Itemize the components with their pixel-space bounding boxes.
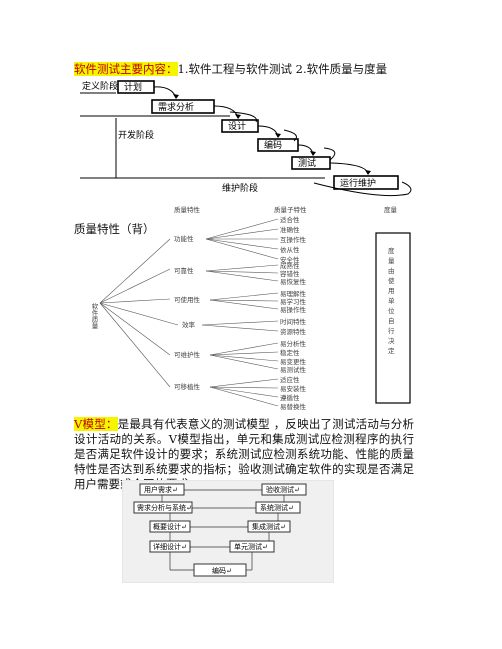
heading-label: 软件测试主要内容： [74, 62, 178, 76]
characteristic-portability: 可移植性 [174, 382, 201, 391]
sub-operability: 易操作性 [280, 305, 307, 314]
stage-coding-label: 编码 [264, 139, 282, 151]
metric-text: 度量由使用单位自行决定 [388, 247, 395, 355]
vbox-detailed-design-label: 详细设计↵ [153, 542, 187, 551]
vbox-user-requirements-label: 用户需求↵ [144, 485, 178, 494]
vbox-system-testing-label: 系统测试↵ [260, 503, 294, 512]
vbox-requirements-analysis [133, 501, 193, 514]
sub-recoverability: 易恢复性 [280, 277, 307, 286]
vmodel-diagram: 用户需求↵ 需求分析与系统↵ 概要设计↵ 详细设计↵ 验收测试↵ 系统测试↵ 集… [122, 480, 334, 583]
maintenance-phase-label: 维护阶段 [222, 182, 258, 194]
characteristic-reliability: 可靠性 [174, 266, 194, 275]
develop-phase-label: 开发阶段 [118, 129, 154, 141]
root-label: 软件质量 [90, 302, 98, 330]
sub-testability: 易测试性 [280, 365, 307, 374]
col-header-subcharacteristic: 质量子特性 [274, 205, 307, 214]
sub-changeability: 易变更性 [280, 357, 307, 366]
svg-text:软件质量: 软件质量 [90, 302, 98, 330]
sub-interoperability: 互操作性 [280, 235, 307, 244]
col-header-characteristic: 质量特性 [174, 205, 201, 214]
define-phase-label: 定义阶段 [82, 80, 118, 92]
sub-stability: 稳定性 [280, 348, 300, 357]
characteristic-efficiency: 效率 [182, 320, 196, 329]
stage-testing-label: 测试 [298, 157, 316, 169]
quality-tree-diagram: 质量特性 质量子特性 度量 软件质量 功能性 可靠性 可使用性 效率 可维护性 … [90, 205, 411, 411]
sub-understandability: 易理解性 [280, 289, 307, 298]
vbox-integration-testing-label: 集成测试↵ [252, 522, 286, 531]
sub-fault-tolerance: 容错性 [280, 269, 300, 278]
sub-learnability: 易学习性 [280, 297, 307, 306]
stage-plan-label: 计划 [124, 81, 142, 93]
vbox-coding-label: 编码↵ [212, 566, 232, 575]
stage-maintenance [333, 175, 399, 190]
sub-suitability: 适合性 [280, 215, 300, 224]
vbox-requirements-analysis-label: 需求分析与系统↵ [137, 503, 192, 512]
metric-box [375, 232, 411, 404]
vmodel-label: V模型： [74, 417, 118, 431]
heading-items: 1.软件工程与软件测试 2.软件质量与度量 [177, 62, 388, 76]
sub-security: 安全性 [280, 255, 300, 264]
characteristic-maintainability: 可维护性 [174, 350, 201, 359]
waterfall-diagram: 定义阶段 开发阶段 计划 需求分析 设计 编码 测试 运行维护 维护阶段 [80, 80, 412, 197]
col-header-metric: 度量 [384, 205, 398, 214]
stage-requirements-label: 需求分析 [158, 101, 194, 113]
sub-adaptability: 适应性 [280, 375, 300, 384]
stage-maintenance-label: 运行维护 [340, 177, 376, 189]
vbox-preliminary-design-label: 概要设计↵ [153, 522, 187, 531]
sub-analysability: 易分析性 [280, 339, 307, 348]
stage-design-label: 设计 [228, 120, 246, 132]
sub-time-behaviour: 时间特性 [280, 317, 307, 326]
sub-conformance: 遵循性 [280, 393, 300, 402]
characteristic-usability: 可使用性 [174, 295, 201, 304]
main-heading: 软件测试主要内容：1.软件工程与软件测试 2.软件质量与度量 [74, 61, 387, 77]
quality-section-label: 质量特性（背） [74, 222, 155, 236]
sub-maturity: 成熟性 [280, 261, 300, 270]
characteristic-functionality: 功能性 [174, 234, 194, 243]
sub-replaceability: 易替换性 [280, 402, 307, 411]
sub-accuracy: 准确性 [280, 225, 300, 234]
vbox-unit-testing-label: 单元测试↵ [234, 542, 268, 551]
sub-resource-behaviour: 资源特性 [280, 327, 307, 336]
sub-installability: 易安装性 [280, 384, 307, 393]
vbox-acceptance-testing-label: 验收测试↵ [266, 485, 300, 494]
sub-compliance: 依从性 [280, 245, 300, 254]
